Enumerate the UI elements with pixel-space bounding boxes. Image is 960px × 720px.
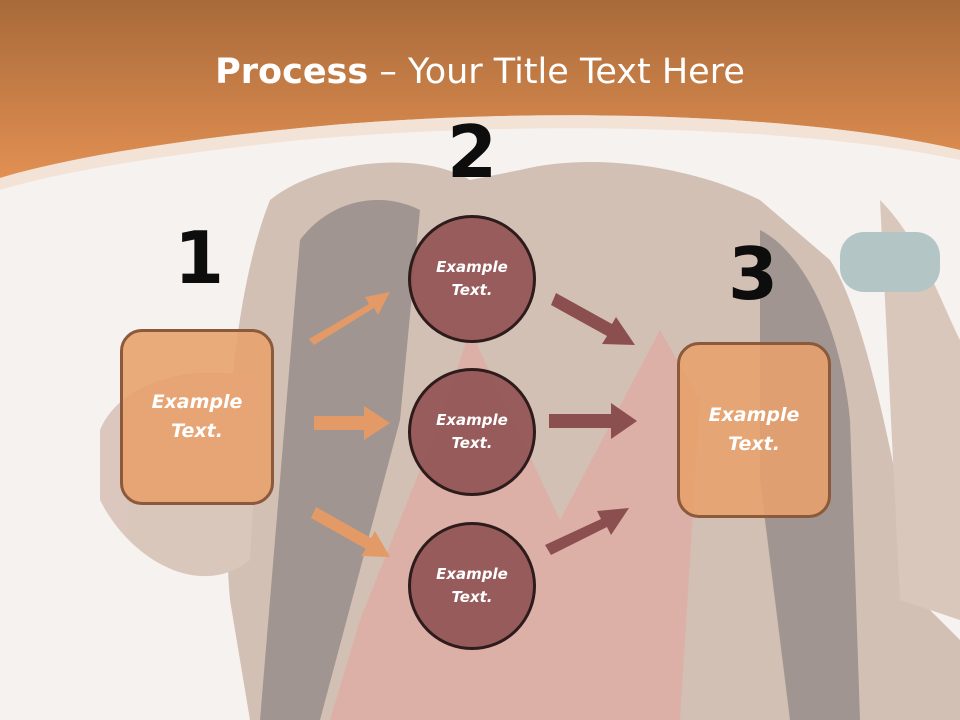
circle-bottom-label: Example Text. [436, 565, 508, 606]
header-swoosh [0, 115, 960, 190]
right-box-label: Example Text. [708, 404, 800, 455]
left-box-label: Example Text. [151, 391, 243, 442]
slide-title: Process – Your Title Text Here [0, 52, 960, 92]
step-number-1: 1 [173, 216, 225, 300]
step-number-2: 2 [446, 110, 498, 194]
circle-middle-label: Example Text. [436, 411, 508, 452]
circle-bottom: Example Text. [408, 522, 536, 650]
step-number-3: 3 [727, 232, 779, 316]
circle-top-label: Example Text. [436, 258, 508, 299]
right-box: Example Text. [677, 342, 831, 518]
header-band [0, 0, 960, 178]
left-box: Example Text. [120, 329, 274, 505]
title-rest: – Your Title Text Here [368, 52, 745, 92]
circle-middle: Example Text. [408, 368, 536, 496]
title-bold: Process [215, 52, 369, 92]
circle-top: Example Text. [408, 215, 536, 343]
